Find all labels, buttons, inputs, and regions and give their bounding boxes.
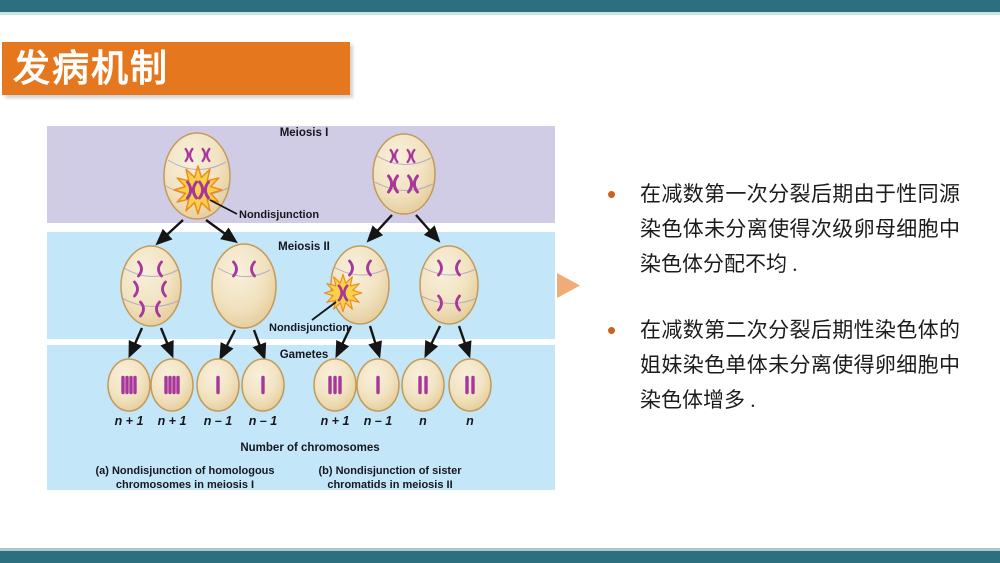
page-title: 发病机制 <box>13 48 169 89</box>
nondisjunction-pointer-2 <box>311 301 337 321</box>
bottom-bar <box>0 551 1000 563</box>
label-meiosis-ii: Meiosis II <box>278 241 330 253</box>
meiosis-diagram-panel: Meiosis I Meiosis II Gametes <box>42 122 555 492</box>
label-meiosis-i: Meiosis I <box>280 127 329 139</box>
label-gametes: Gametes <box>280 349 329 361</box>
nondisjunction-pointer-1 <box>209 199 238 215</box>
top-bar <box>0 0 1000 12</box>
top-accent-line <box>0 12 1000 15</box>
division-arrows-meiosis-i <box>155 214 441 246</box>
bullet-text-2: 在减数第二次分裂后期性染色体的姐妹染色单体未分离使得卵细胞中染色体增多 . <box>640 318 960 412</box>
svg-text:chromatids in meiosis II: chromatids in meiosis II <box>327 479 452 491</box>
gamete-count: n <box>466 414 474 428</box>
gamete-count: n – 1 <box>249 414 278 428</box>
label-nondisjunction-1: Nondisjunction <box>239 209 319 221</box>
gamete-count: n – 1 <box>204 414 233 428</box>
meiosis-ii-cell-1 <box>120 245 182 327</box>
meiosis-ii-cell-3 <box>323 245 390 325</box>
bullet-dot-icon <box>608 327 615 334</box>
division-arrows-meiosis-ii <box>128 325 472 361</box>
gamete-count: n + 1 <box>158 414 187 428</box>
bullet-item-2: 在减数第二次分裂后期性染色体的姐妹染色单体未分离使得卵细胞中染色体增多 . <box>600 313 962 418</box>
parent-cell-b <box>372 133 436 215</box>
label-number-of-chromosomes: Number of chromosomes <box>240 442 379 454</box>
svg-text:(a) Nondisjunction of homologo: (a) Nondisjunction of homologous <box>95 465 274 477</box>
parent-cell-a <box>163 132 231 220</box>
meiosis-diagram: Meiosis I Meiosis II Gametes <box>47 126 555 491</box>
gamete-count: n <box>419 414 427 428</box>
label-nondisjunction-2: Nondisjunction <box>269 322 349 334</box>
bullet-list: 在减数第一次分裂后期由于性同源染色体未分离使得次级卵母细胞中染色体分配不均 . … <box>600 177 962 418</box>
band-meiosis-i <box>47 126 555 223</box>
meiosis-ii-cell-2 <box>211 243 277 329</box>
gamete-count: n – 1 <box>364 414 393 428</box>
svg-text:(b) Nondisjunction of sister: (b) Nondisjunction of sister <box>319 465 463 477</box>
gamete-count: n + 1 <box>115 414 144 428</box>
svg-text:chromosomes in meiosis I: chromosomes in meiosis I <box>116 479 254 491</box>
meiosis-ii-cell-4 <box>419 245 479 325</box>
caption-b: (b) Nondisjunction of sister chromatids … <box>319 465 463 491</box>
caption-a: (a) Nondisjunction of homologous chromos… <box>95 465 274 491</box>
gamete-count: n + 1 <box>321 414 350 428</box>
bottom-accent-line <box>0 548 1000 551</box>
arrow-right-icon <box>557 273 580 298</box>
bullet-text-1: 在减数第一次分裂后期由于性同源染色体未分离使得次级卵母细胞中染色体分配不均 . <box>640 182 960 276</box>
gamete-cells <box>107 358 492 412</box>
bullet-item-1: 在减数第一次分裂后期由于性同源染色体未分离使得次级卵母细胞中染色体分配不均 . <box>600 177 962 282</box>
gamete-count-labels: n + 1 n + 1 n – 1 n – 1 n + 1 n – 1 n n <box>115 414 475 428</box>
title-banner: 发病机制 <box>2 42 350 95</box>
bullet-dot-icon <box>608 191 615 198</box>
